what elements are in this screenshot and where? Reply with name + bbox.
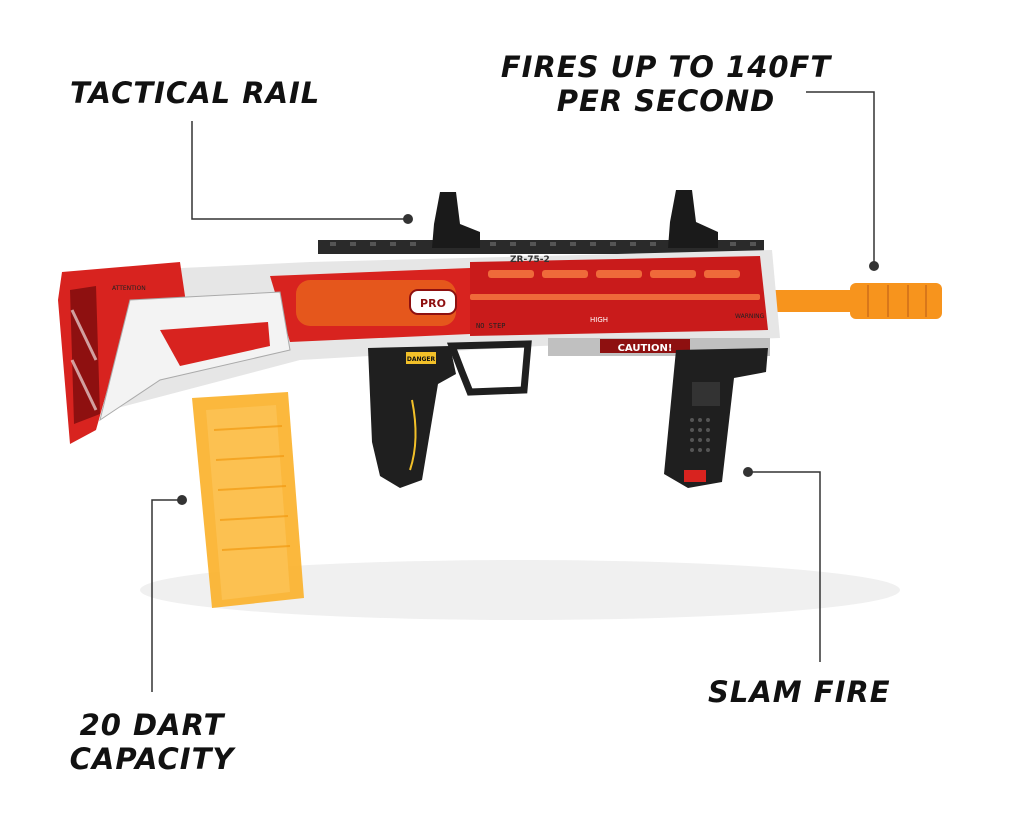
callout-fires-line1: FIRES UP TO 140FT (500, 50, 832, 84)
rail-leader-dot (403, 214, 413, 224)
pro-marking: PRO (420, 297, 446, 310)
callout-capacity-line2: CAPACITY (69, 742, 235, 776)
callout-capacity-line1: 20 DART (79, 708, 225, 742)
callout-slam-fire-text: SLAM FIRE (708, 675, 891, 709)
callout-tactical-rail: TACTICAL RAIL (70, 76, 320, 110)
callout-fires-speed: FIRES UP TO 140FT PER SECOND (486, 50, 846, 118)
capacity-leader-line (151, 499, 182, 692)
attention-marking: ATTENTION (112, 285, 146, 292)
ground-shadow (140, 560, 900, 620)
slam-leader-line (748, 471, 821, 662)
pistol-grip: DANGER (368, 340, 532, 488)
stock: ATTENTION (58, 262, 291, 444)
callout-fires-line2: PER SECOND (556, 84, 776, 118)
fires-leader-line (806, 91, 875, 266)
barrel-tip (768, 283, 942, 319)
caution-marking: CAUTION! (618, 343, 673, 354)
warning-marking: WARNING (735, 313, 765, 320)
slam-leader-dot (743, 467, 753, 477)
model-marking: ZR-75-2 (510, 255, 550, 265)
tactical-rail (318, 190, 764, 254)
fore-grip (664, 348, 768, 488)
callout-slam-fire: SLAM FIRE (708, 675, 891, 709)
capacity-leader-dot (177, 495, 187, 505)
magazine (192, 392, 304, 608)
callout-capacity: 20 DART CAPACITY (62, 708, 242, 776)
fires-leader-dot (869, 261, 879, 271)
rail-leader-line (191, 121, 408, 220)
high-marking: HIGH (590, 316, 608, 324)
receiver: PRO CAUTION! ZR-75-2 NO STEP HIGH WARNIN… (96, 250, 780, 410)
callout-tactical-rail-text: TACTICAL RAIL (70, 76, 321, 110)
no-step-marking: NO STEP (476, 322, 506, 330)
danger-marking: DANGER (407, 356, 436, 363)
